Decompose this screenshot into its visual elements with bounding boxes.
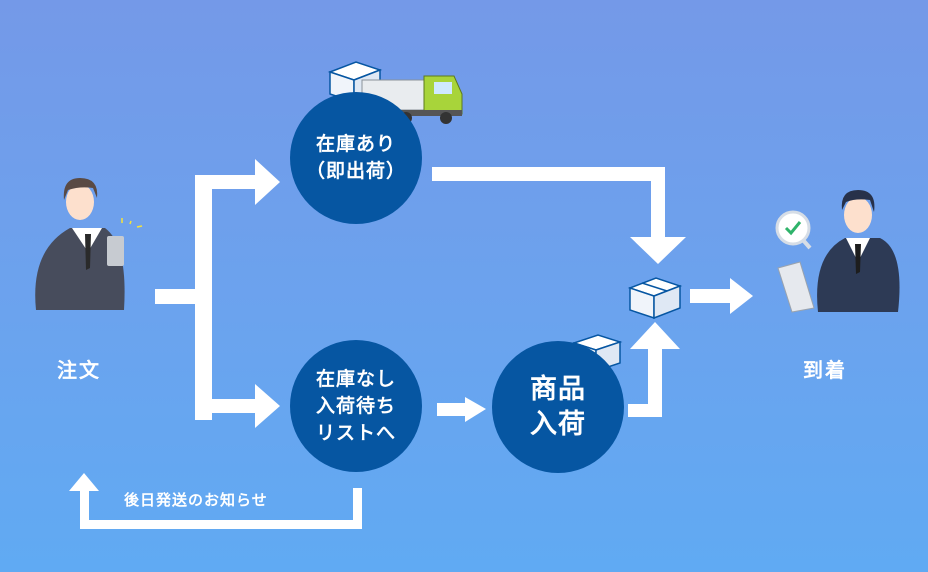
box-icon [627,277,683,320]
arrow-head-to-box-up [630,322,680,349]
node-out-of-stock-label: 在庫なし 入荷待ち リストへ [315,367,396,444]
node-restock-label: 商品 入荷 [530,374,586,440]
businessman-document-icon [777,190,900,313]
feedback-label: 後日発送のお知らせ [124,491,268,509]
node-out-of-stock: 在庫なし 入荷待ち リストへ [290,340,422,472]
node-restock: 商品 入荷 [492,341,624,473]
arrow-order-stem [155,289,207,304]
node-arrival-label: 到着 [803,358,847,382]
check-magnifier-icon [775,210,812,250]
arrow-head-feedback [69,473,99,491]
node-order-label: 注文 [57,358,101,382]
node-in-stock: 在庫あり （即出荷） [290,92,422,224]
arrow-split-vertical [195,175,212,420]
arrow-head-to-in-stock [255,159,280,205]
arrow-head-to-restock [465,397,486,422]
businessman-phone-icon [35,178,143,310]
arrow-head-to-out-of-stock [255,384,280,428]
arrow-head-to-box-down [630,237,686,264]
arrow-head-to-arrival [730,278,753,314]
node-in-stock-label: 在庫あり （即出荷） [305,133,406,182]
